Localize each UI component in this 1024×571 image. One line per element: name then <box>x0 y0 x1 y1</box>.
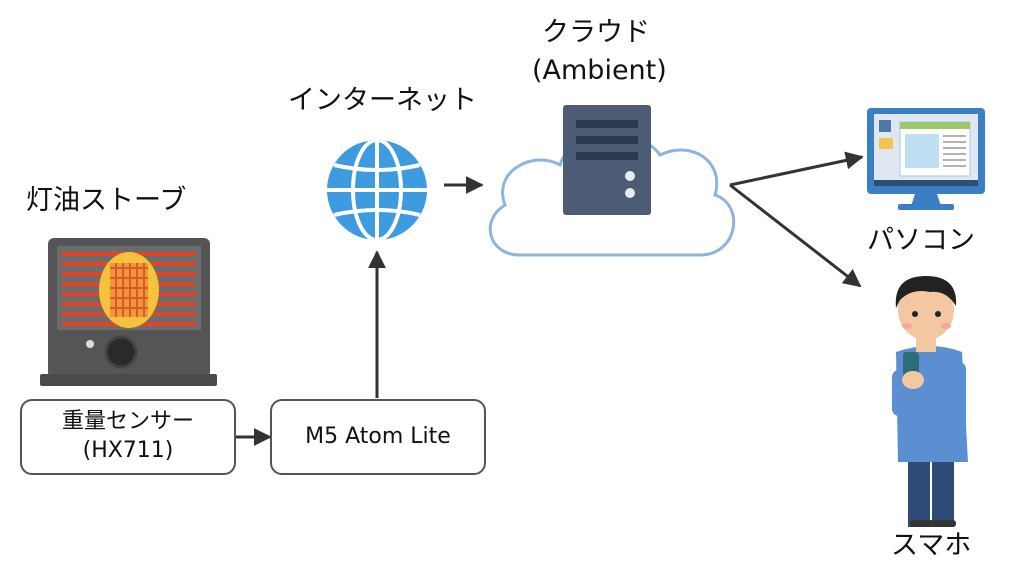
sensor-box: 重量センサー (HX711) <box>20 399 236 475</box>
pc-label: パソコン <box>867 225 975 256</box>
cloud-service-label: (Ambient) <box>532 55 667 86</box>
stove-icon <box>40 238 217 386</box>
sensor-name: 重量センサー <box>61 409 194 435</box>
sensor-model: (HX711) <box>82 438 174 463</box>
arrow-cloud-to-pc <box>729 151 864 187</box>
device-label: M5 Atom Lite <box>305 423 451 449</box>
phone-label: スマホ <box>891 530 972 561</box>
internet-label: インターネット <box>288 85 477 116</box>
globe-icon <box>327 140 427 240</box>
arrow-cloud-to-phone <box>729 183 862 288</box>
person-icon <box>892 276 968 527</box>
monitor-icon <box>867 108 985 210</box>
stove-label: 灯油ストーブ <box>26 185 187 216</box>
cloud-label: クラウド <box>542 17 650 48</box>
device-box: M5 Atom Lite <box>270 399 486 475</box>
server-icon <box>563 105 651 215</box>
